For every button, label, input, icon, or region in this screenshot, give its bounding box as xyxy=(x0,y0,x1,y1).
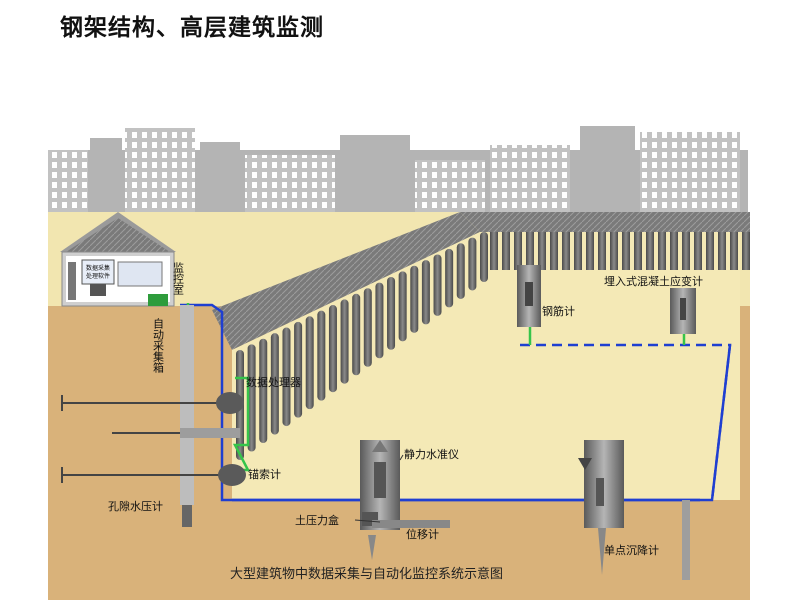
left-pile xyxy=(259,338,268,444)
left-pile xyxy=(410,265,419,333)
left-pile xyxy=(468,237,477,291)
left-pile xyxy=(282,327,291,427)
label-earth-pressure-cell: 土压力盒 xyxy=(295,513,339,527)
back-pile xyxy=(538,232,546,270)
back-pile xyxy=(526,232,534,270)
back-pile xyxy=(622,232,630,270)
left-pile xyxy=(247,344,256,452)
back-pile xyxy=(562,232,570,270)
retaining-wall-left-top xyxy=(212,212,480,350)
back-pile xyxy=(706,232,714,270)
strain-gauge-pile xyxy=(670,288,696,334)
back-pile xyxy=(574,232,582,270)
back-pile xyxy=(586,232,594,270)
pore-pressure-borehole xyxy=(180,305,194,527)
back-pile xyxy=(670,232,678,270)
leader-lines xyxy=(354,454,404,523)
label-monitor-room: 监控室 xyxy=(172,262,185,295)
pore-pressure-sensor-icon xyxy=(182,505,192,527)
page-title: 钢架结构、高层建筑监测 xyxy=(60,15,324,41)
left-pile xyxy=(375,282,384,359)
left-pile xyxy=(433,254,442,316)
monitor-screen xyxy=(81,259,115,285)
back-pile xyxy=(730,232,738,270)
tower-pc-icon xyxy=(68,262,76,300)
left-pile xyxy=(340,299,349,384)
back-wall-piles xyxy=(490,232,750,270)
screen-text-2: 处理软件 xyxy=(86,272,110,280)
back-pile xyxy=(502,232,510,270)
anchor-heads xyxy=(180,392,246,486)
back-pile xyxy=(490,232,498,270)
back-pile xyxy=(742,232,750,270)
left-pile xyxy=(445,248,454,308)
left-pile xyxy=(352,293,361,376)
back-pile xyxy=(658,232,666,270)
back-pile xyxy=(514,232,522,270)
label-pore-pressure: 孔隙水压计 xyxy=(108,499,163,513)
data-processor-icon xyxy=(216,392,244,414)
label-rebar-gauge: 钢筋计 xyxy=(542,304,575,318)
left-pile xyxy=(456,243,465,299)
label-anchor-gauge: 锚索计 xyxy=(248,467,281,481)
rebar-gauge-pile xyxy=(517,265,541,327)
back-pile xyxy=(694,232,702,270)
label-settlement-gauge: 单点沉降计 xyxy=(604,543,659,557)
left-pile xyxy=(363,288,372,367)
city-skyline xyxy=(48,126,748,212)
displacement-rod xyxy=(368,520,450,560)
left-pile xyxy=(270,333,279,435)
left-pile xyxy=(421,260,430,325)
left-pile xyxy=(480,232,488,282)
retaining-wall-top xyxy=(460,212,750,232)
anchor-gauge-icon xyxy=(218,464,246,486)
back-pile xyxy=(634,232,642,270)
settlement-column xyxy=(578,440,624,575)
monitor-room: 数据采集 处理软件 xyxy=(60,212,176,307)
left-pile xyxy=(398,271,407,342)
back-pile xyxy=(682,232,690,270)
collector-box-icon xyxy=(148,294,168,306)
label-static-level: 静力水准仪 xyxy=(404,447,459,461)
label-displacement-gauge: 位移计 xyxy=(406,527,439,541)
back-pile xyxy=(550,232,558,270)
diagram-caption: 大型建筑物中数据采集与自动化监控系统示意图 xyxy=(230,566,503,582)
left-pile xyxy=(317,310,326,401)
left-pile xyxy=(305,316,314,410)
label-auto-collector: 自动采集箱 xyxy=(152,318,165,374)
left-pile xyxy=(387,276,396,350)
left-pile xyxy=(328,305,337,393)
left-pile xyxy=(294,321,303,418)
back-pile xyxy=(598,232,606,270)
back-pile xyxy=(718,232,726,270)
label-data-processor: 数据处理器 xyxy=(246,375,301,389)
screen-text-1: 数据采集 xyxy=(86,264,110,272)
back-pile xyxy=(610,232,618,270)
label-strain-gauge: 埋入式混凝土应变计 xyxy=(604,274,703,288)
back-pile xyxy=(646,232,654,270)
settlement-gauge-rod xyxy=(682,500,690,580)
